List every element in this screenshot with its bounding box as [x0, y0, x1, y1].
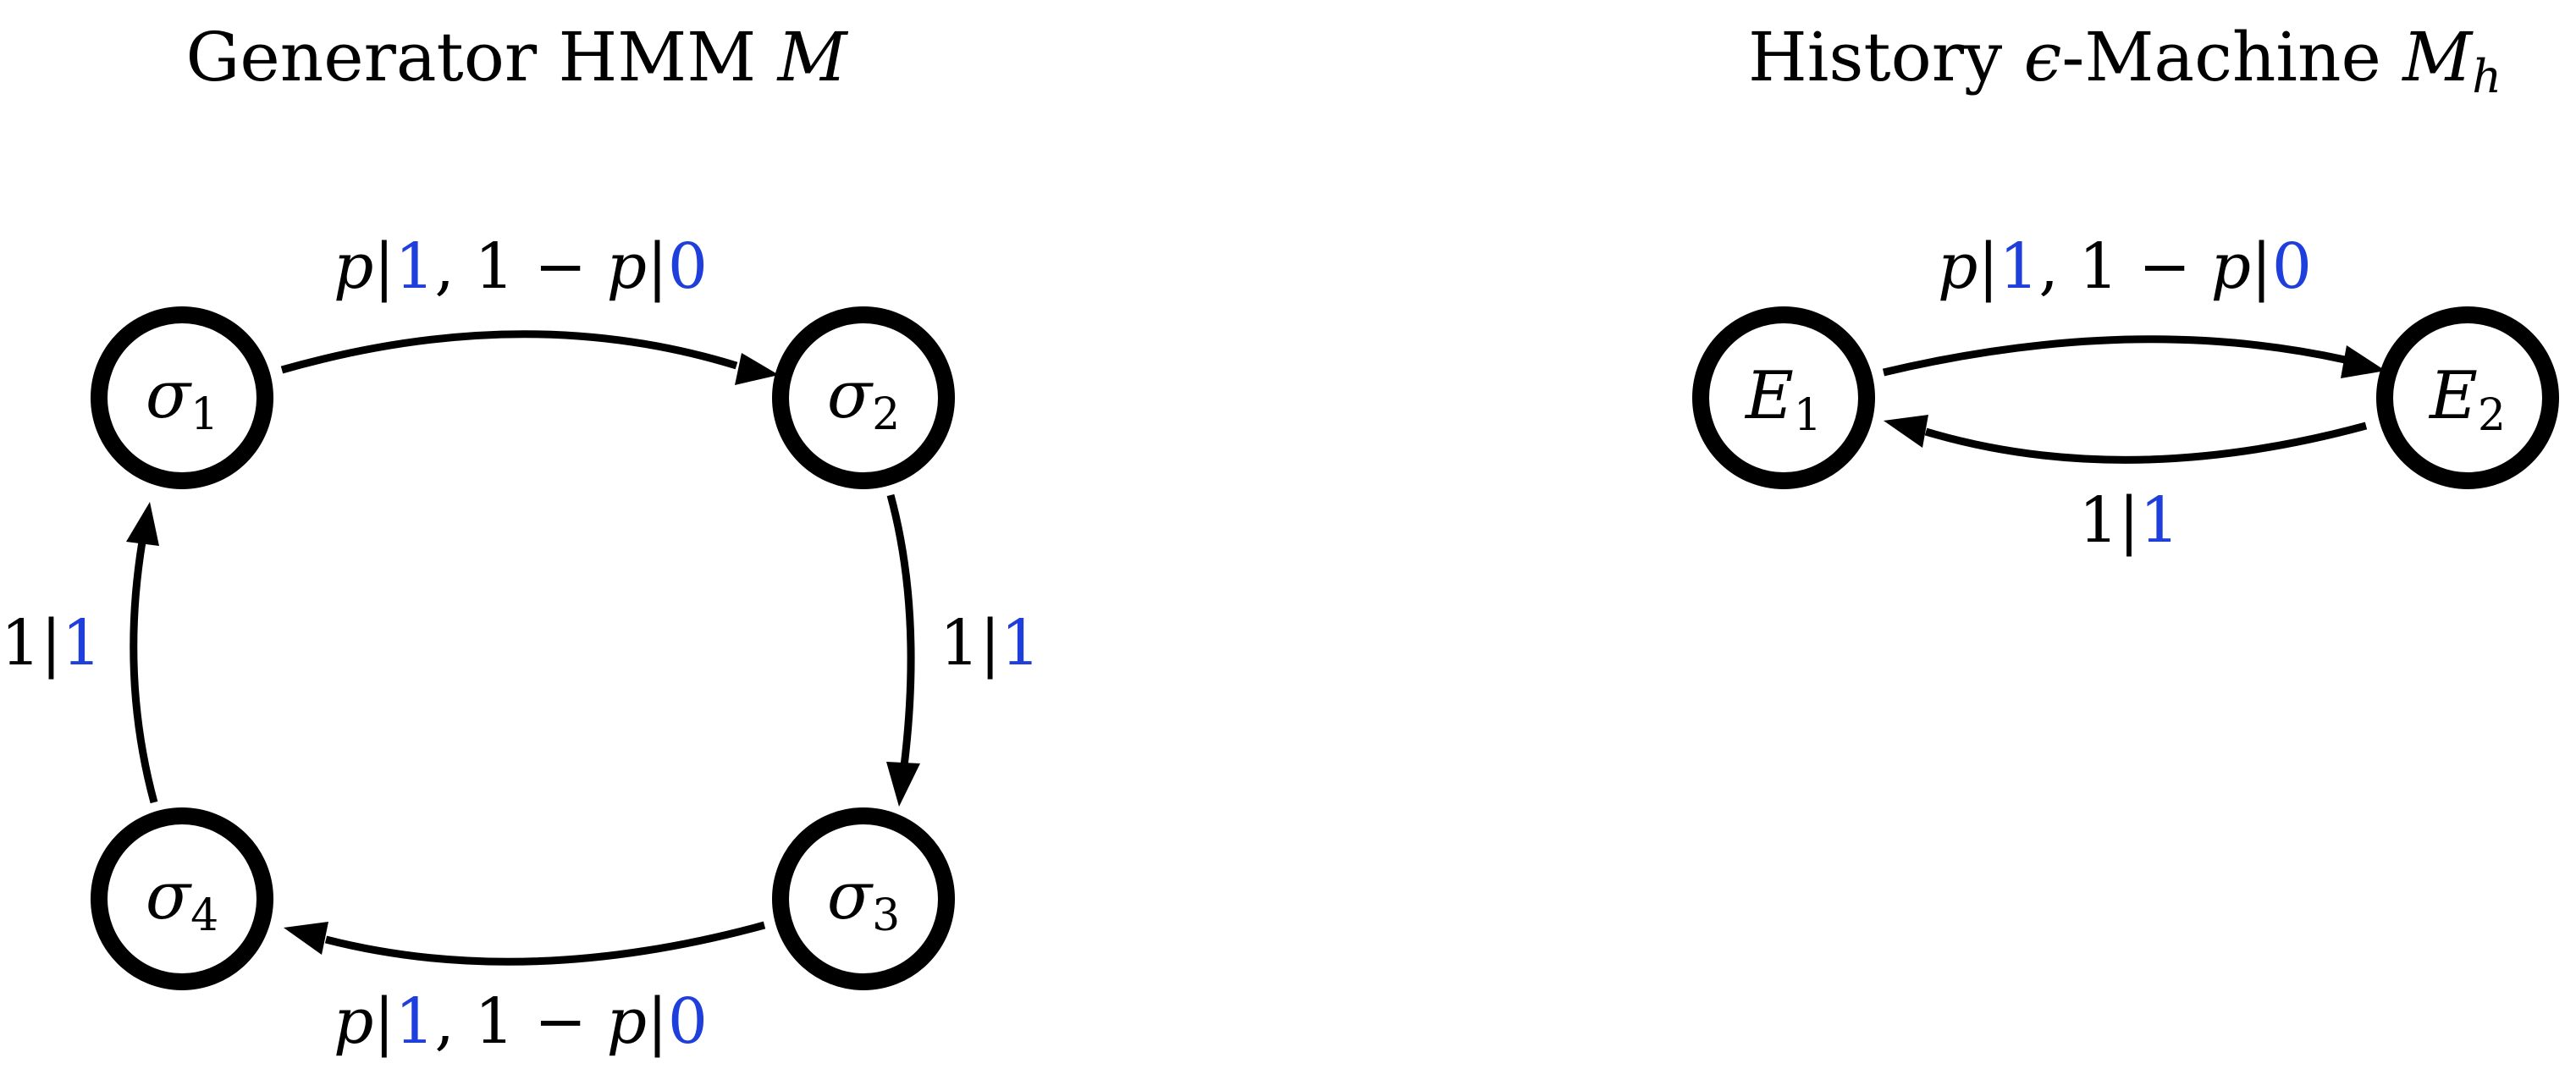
node-e1-circle [1692, 306, 1875, 489]
arrowhead-sigma2-to-sigma3 [886, 762, 920, 807]
edge-sigma2-to-sigma3 [886, 493, 915, 767]
node-e1-label: E1 [1744, 358, 1822, 441]
node-sigma1-circle [91, 306, 273, 489]
arrowhead-e2-to-e1 [1884, 415, 1928, 448]
edge-label-e2-e1: 1|1 [2078, 484, 2179, 557]
node-sigma1-label: σ1 [146, 357, 218, 440]
arrowhead-e1-to-e2 [2341, 345, 2386, 378]
node-sigma2-label: σ2 [827, 357, 900, 440]
edge-e2-to-e1 [1924, 422, 2368, 464]
arrowhead-sigma3-to-sigma4 [284, 922, 328, 955]
node-sigma4-label: σ4 [146, 858, 218, 941]
history-epsilon-machine-diagram: History ϵ-Machine Mh E1 E2 p|1, 1 − p|0 … [1692, 18, 2559, 557]
node-sigma3: σ3 [772, 807, 955, 990]
node-sigma4-circle [91, 807, 273, 990]
generator-hmm-diagram: Generator HMM M σ1 σ2 σ3 σ4 [1, 18, 1040, 1058]
node-sigma4: σ4 [91, 807, 273, 990]
history-epsilon-machine-title: History ϵ-Machine Mh [1748, 18, 2502, 103]
generator-hmm-title: Generator HMM M [186, 18, 849, 96]
node-e1: E1 [1692, 306, 1875, 489]
node-sigma3-circle [772, 807, 955, 990]
edge-label-sigma2-sigma3: 1|1 [940, 607, 1040, 680]
node-sigma1: σ1 [91, 306, 273, 489]
node-e2-label: E2 [2428, 358, 2506, 441]
arrowhead-sigma4-to-sigma1 [126, 502, 159, 546]
edge-e1-to-e2 [1882, 335, 2346, 377]
node-sigma3-label: σ3 [827, 858, 900, 941]
node-sigma2-circle [772, 306, 955, 489]
edge-sigma4-to-sigma1 [130, 541, 158, 804]
edge-label-sigma4-sigma1: 1|1 [1, 607, 102, 680]
node-sigma2: σ2 [772, 306, 955, 489]
edge-label-e1-e2: p|1, 1 − p|0 [1938, 230, 2312, 303]
edge-sigma1-to-sigma2 [280, 330, 738, 374]
node-e2-circle [2376, 306, 2559, 489]
edge-label-sigma1-sigma2: p|1, 1 − p|0 [334, 230, 708, 303]
edge-label-sigma3-sigma4: p|1, 1 − p|0 [334, 985, 708, 1058]
arrowhead-sigma1-to-sigma2 [735, 353, 779, 385]
edge-sigma3-to-sigma4 [324, 921, 766, 966]
node-e2: E2 [2376, 306, 2559, 489]
